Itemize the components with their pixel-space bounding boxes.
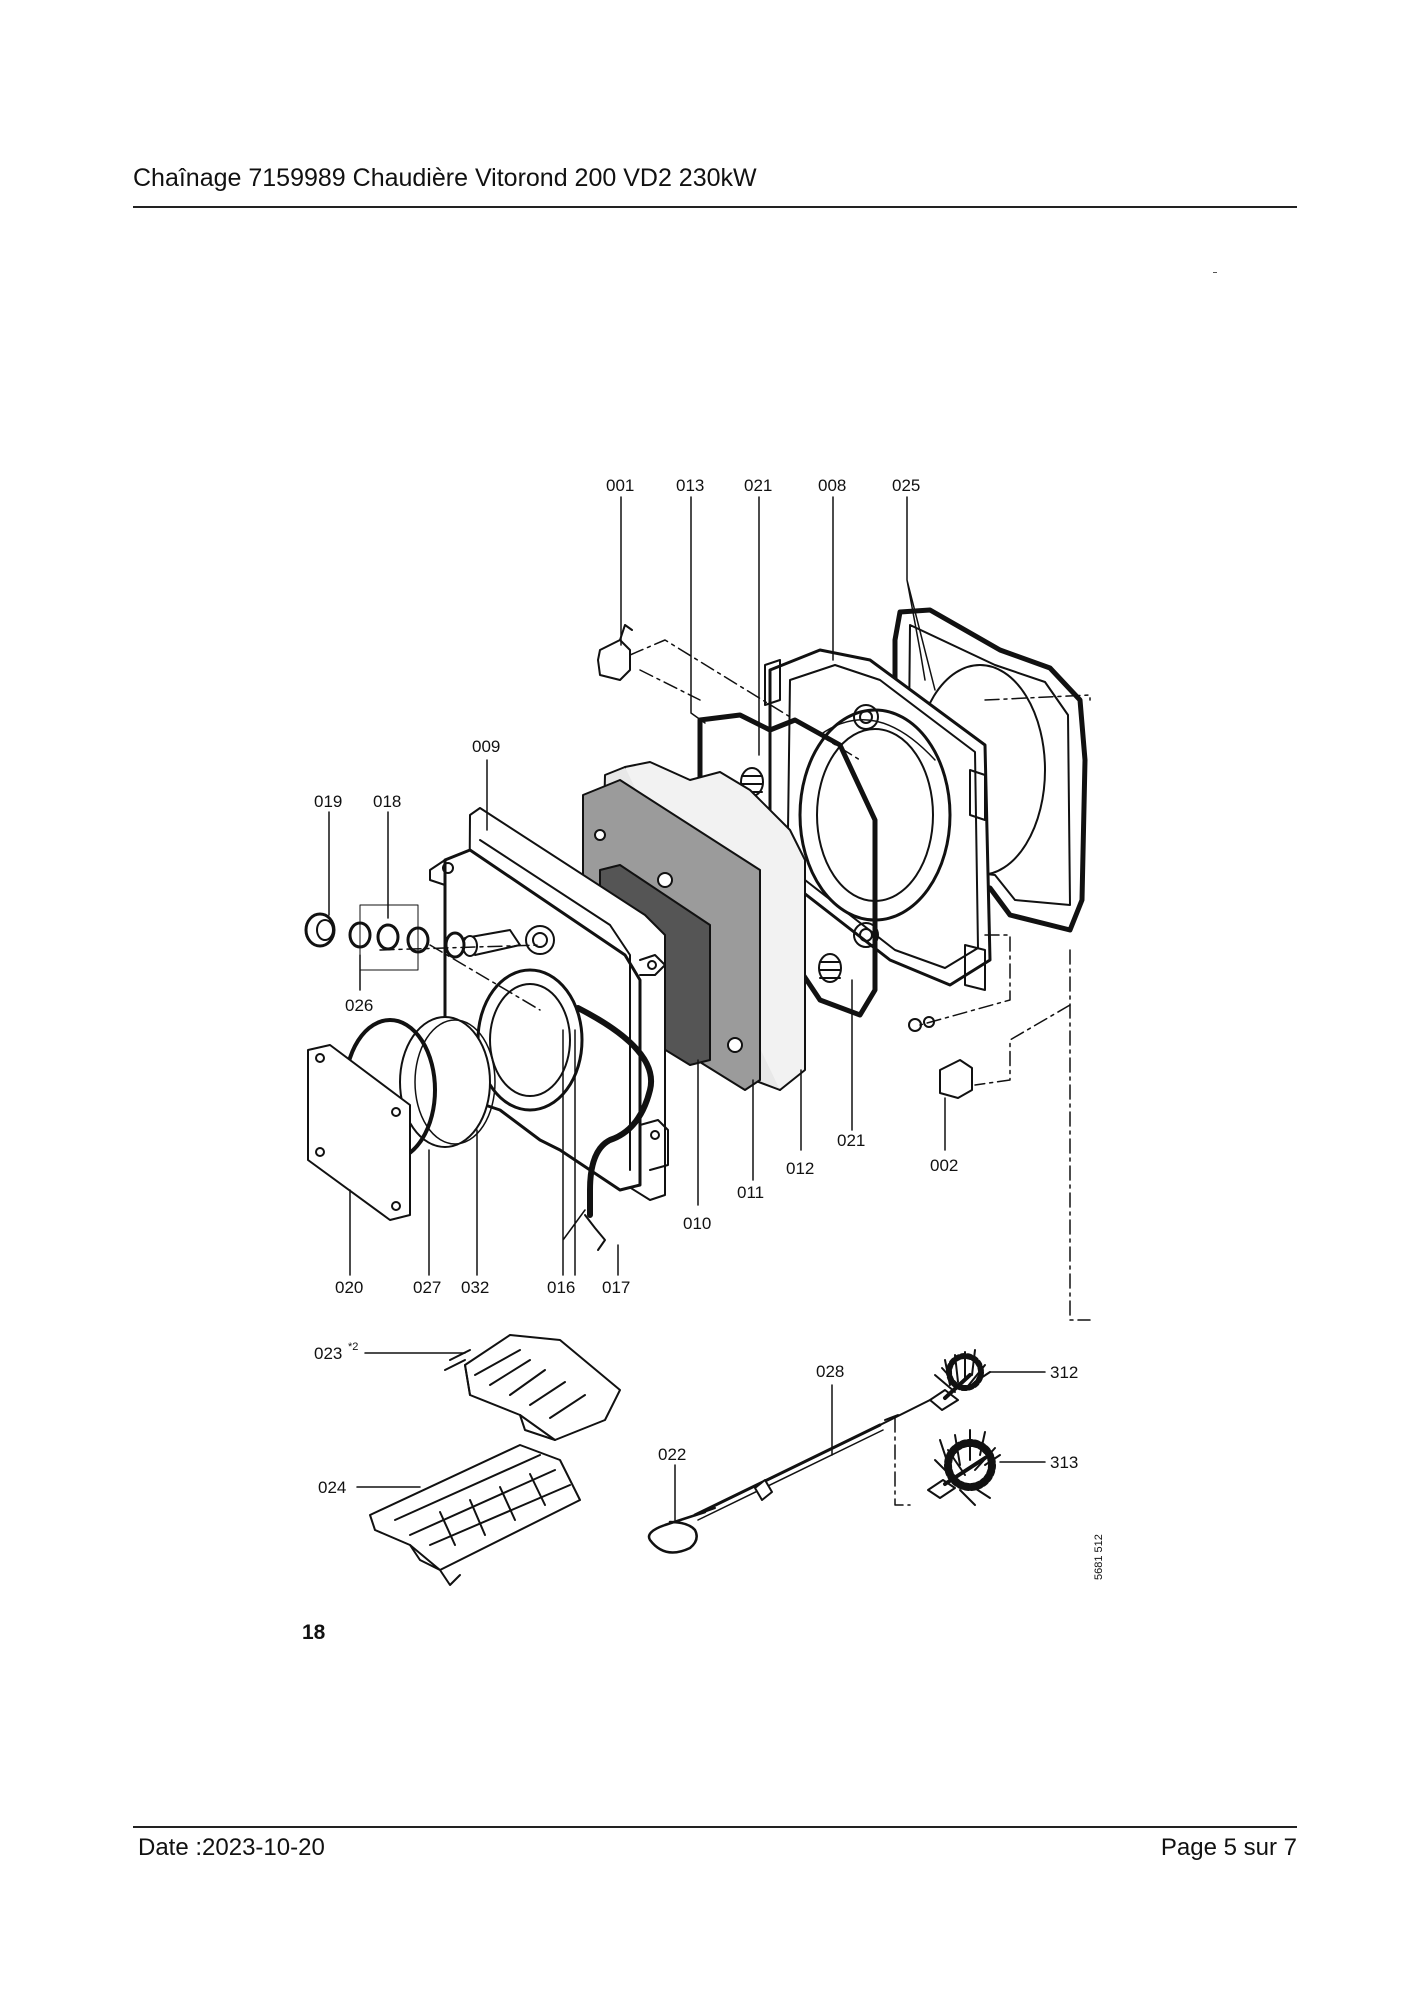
label-002: 002 (930, 1156, 958, 1175)
label-012: 012 (786, 1159, 814, 1178)
label-011: 011 (737, 1183, 764, 1202)
flange-008 (764, 648, 992, 991)
figure-number: 18 (302, 1621, 326, 1644)
brush-313 (927, 1429, 1001, 1506)
label-017: 017 (602, 1278, 630, 1297)
label-313: 313 (1050, 1453, 1078, 1472)
grate-024 (369, 1444, 581, 1586)
label-032: 032 (461, 1278, 489, 1297)
page-title: Chaînage 7159989 Chaudière Vitorond 200 … (133, 164, 757, 192)
grate-023 (444, 1334, 621, 1441)
clip-001 (597, 624, 633, 681)
speck (1213, 272, 1217, 273)
footer-divider (133, 1826, 1297, 1828)
label-024: 024 (318, 1478, 346, 1497)
cleaning-rod-028 (693, 1399, 931, 1521)
label-027: 027 (413, 1278, 441, 1297)
brush-312 (929, 1349, 991, 1411)
label-001: 001 (606, 476, 634, 495)
handle-022 (647, 1507, 716, 1554)
label-022: 022 (658, 1445, 686, 1464)
label-312: 312 (1050, 1363, 1078, 1382)
window-032 (399, 1016, 496, 1148)
label-025: 025 (892, 476, 920, 495)
label-010: 010 (683, 1214, 711, 1233)
footer-page-number: Page 5 sur 7 (1160, 1834, 1297, 1861)
label-018: 018 (373, 792, 401, 811)
part-labels: 001 013 021 008 025 009 019 018 026 021 … (314, 476, 1078, 1497)
label-019: 019 (314, 792, 342, 811)
label-008: 008 (818, 476, 846, 495)
cable-017 (575, 1005, 655, 1218)
label-020: 020 (335, 1278, 363, 1297)
label-016: 016 (547, 1278, 575, 1297)
rings-018 (348, 904, 430, 971)
label-021-bottom: 021 (837, 1131, 865, 1150)
bolt-021-bottom (818, 953, 842, 983)
cap-019 (304, 912, 336, 948)
footer-date: Date :2023-10-20 (138, 1834, 325, 1861)
clip-002 (939, 1059, 973, 1099)
label-023: 023 (314, 1344, 342, 1363)
drawing-id: 5681 512 (1093, 1534, 1105, 1580)
label-009: 009 (472, 737, 500, 756)
label-028: 028 (816, 1362, 844, 1381)
label-021-top: 021 (744, 476, 772, 495)
header-divider (133, 206, 1297, 208)
label-013: 013 (676, 476, 704, 495)
label-026: 026 (345, 996, 373, 1015)
cover-020 (307, 1044, 411, 1221)
label-023-sup: *2 (348, 1341, 358, 1353)
